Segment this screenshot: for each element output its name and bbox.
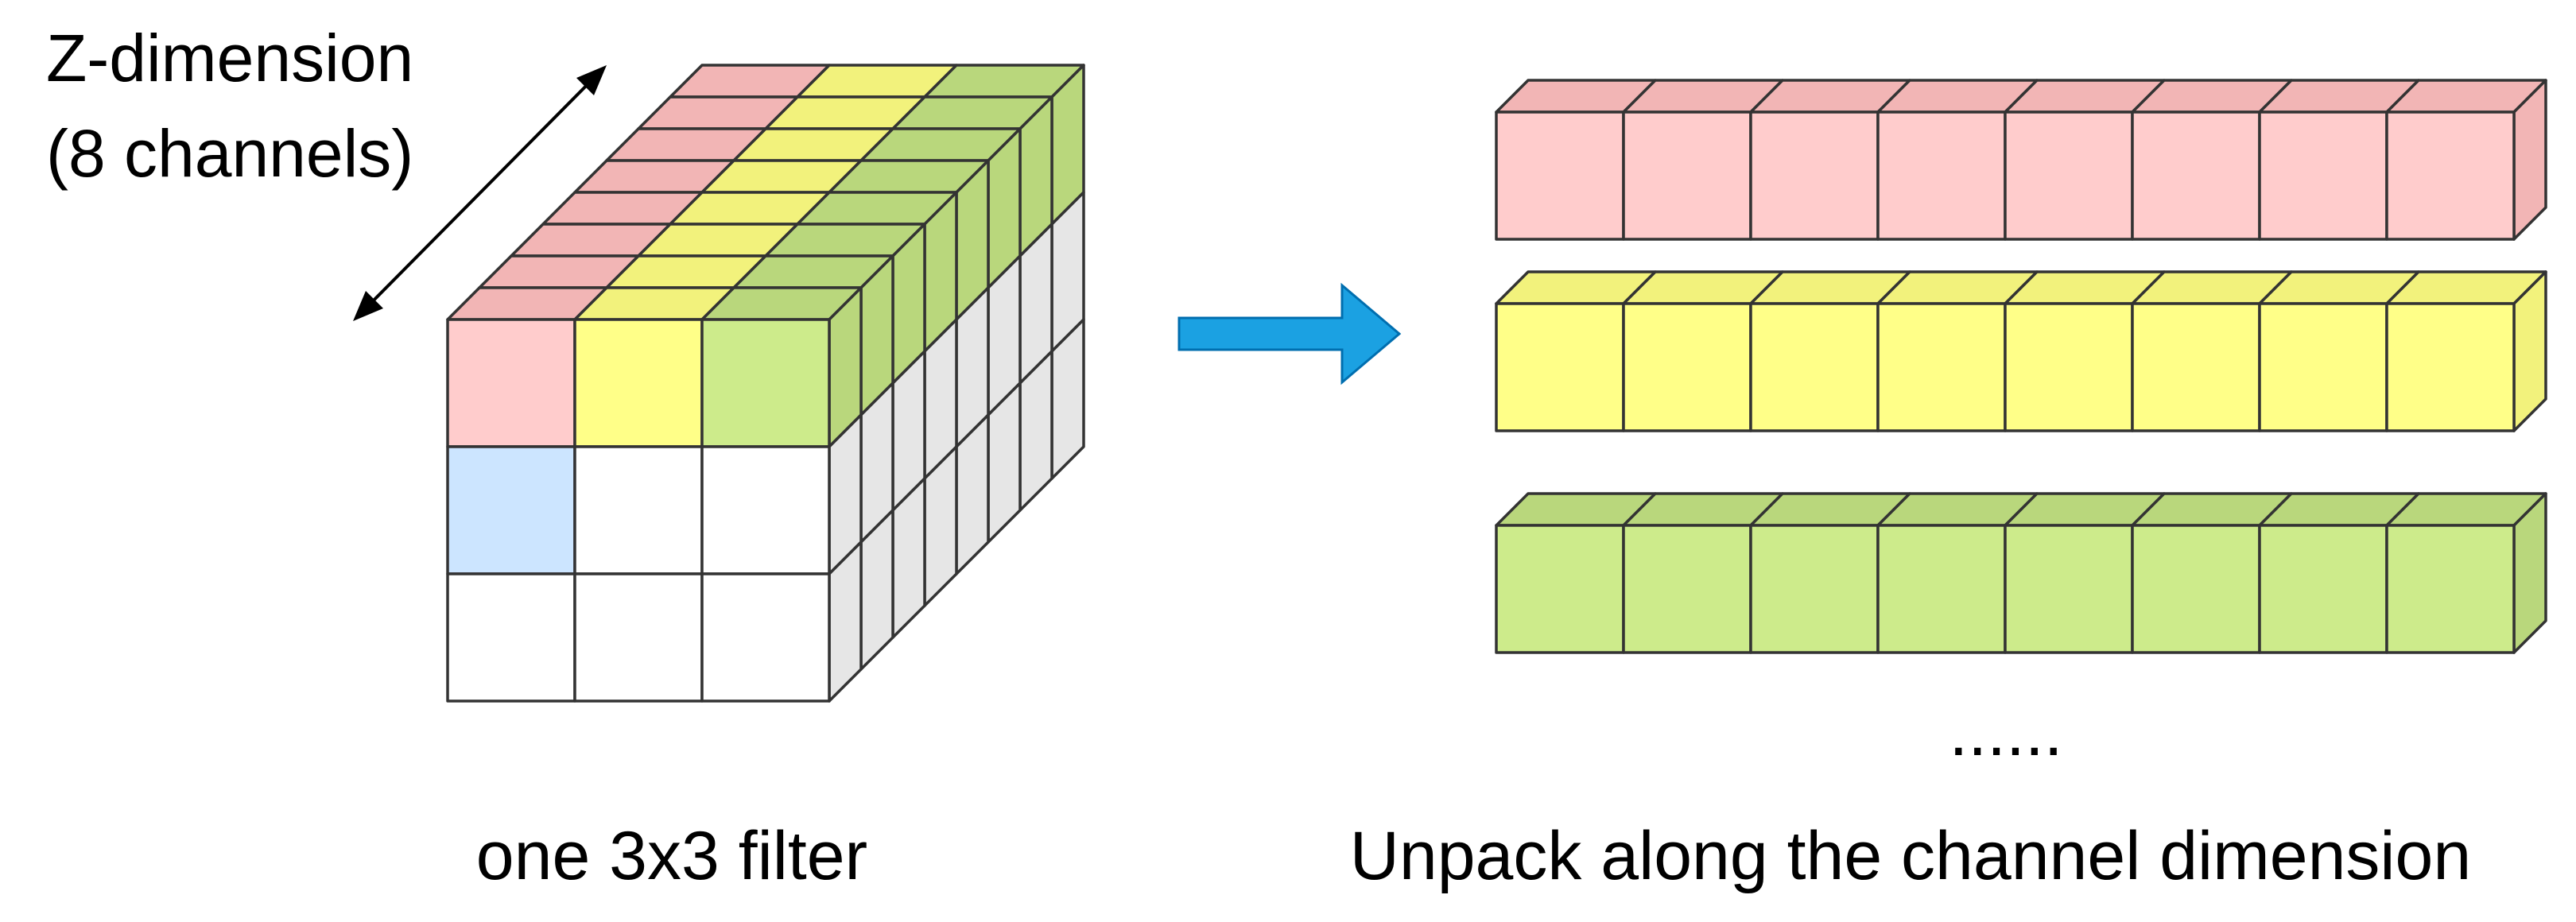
cube-front-cell: [700, 318, 831, 448]
channel-cell: [2385, 302, 2516, 432]
unpack-arrow-icon: [1177, 282, 1402, 385]
cube-front-cell: [573, 572, 704, 703]
channels-label: (8 channels): [46, 116, 413, 191]
channel-cell: [2004, 524, 2134, 654]
channel-cell: [1495, 524, 1625, 654]
cube-front-cell: [700, 572, 831, 703]
channel-cell: [2258, 302, 2388, 432]
channel-cell: [1749, 110, 1880, 241]
channel-cell: [2258, 110, 2388, 241]
channel-cell: [1622, 302, 1752, 432]
cube-front-cell: [446, 318, 576, 448]
cube-front-cell: [446, 572, 576, 703]
filter-cube-3d: [446, 64, 1085, 703]
channel-cell: [2131, 110, 2261, 241]
channel-cell: [1495, 302, 1625, 432]
channel-cell: [1876, 524, 2007, 654]
unpack-caption: Unpack along the channel dimension: [1350, 818, 2471, 894]
channel-cell: [2131, 302, 2261, 432]
channel-cell: [1749, 302, 1880, 432]
cube-front-cell: [700, 445, 831, 575]
channel-cell: [2258, 524, 2388, 654]
channel-cell: [2385, 110, 2516, 241]
channel-cell: [1876, 110, 2007, 241]
channel-cell: [1622, 110, 1752, 241]
unpacked-channel-rows: [1495, 79, 2547, 654]
ellipsis-label: ......: [1949, 694, 2062, 770]
channel-cell: [2385, 524, 2516, 654]
channel-cell: [1622, 524, 1752, 654]
channel-cell: [1495, 110, 1625, 241]
cube-front-cell: [573, 318, 704, 448]
channel-cell: [2004, 302, 2134, 432]
channel-cell: [2131, 524, 2261, 654]
filter-caption: one 3x3 filter: [476, 818, 867, 894]
channel-cell: [2004, 110, 2134, 241]
cube-front-cell: [573, 445, 704, 575]
z-dimension-label: Z-dimension: [46, 21, 413, 95]
cube-front-cell: [446, 445, 576, 575]
z-dimension-arrow: [353, 65, 607, 321]
channel-cell: [1749, 524, 1880, 654]
channel-cell: [1876, 302, 2007, 432]
